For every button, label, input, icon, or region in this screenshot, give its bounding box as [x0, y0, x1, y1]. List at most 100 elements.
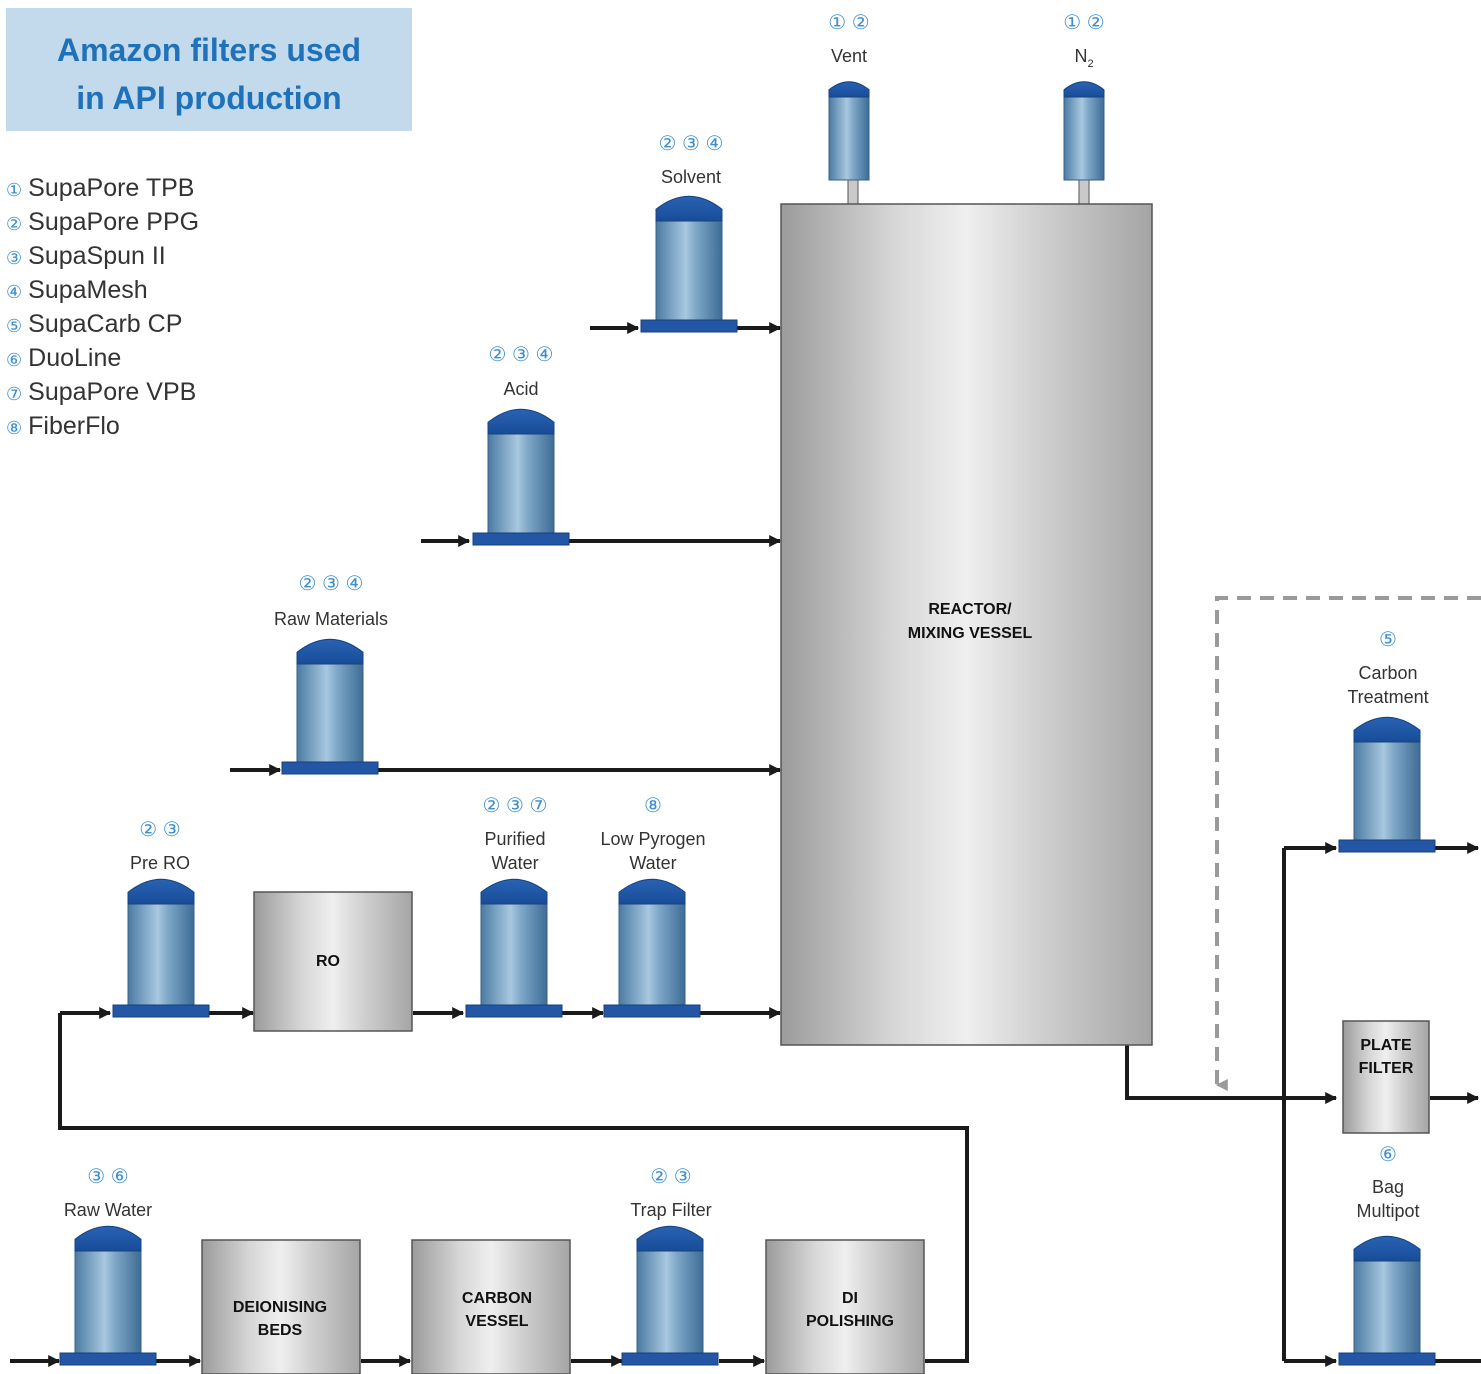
raw-materials-filter-numbers: ② ③ ④ [299, 573, 364, 595]
raw-materials-filter-body [296, 661, 364, 767]
low-pyrogen-water-filter-base [603, 1004, 701, 1018]
bag-multipot-filter-base [1338, 1352, 1436, 1366]
purified-water-filter-label-2: Water [491, 853, 538, 873]
carbon-treatment-filter-label-1: Carbon [1358, 663, 1417, 683]
n2-filter-numbers: ① ② [1063, 12, 1104, 34]
raw-water-filter-label: Raw Water [64, 1200, 152, 1220]
reactor-body [780, 203, 1153, 1046]
purified-water-filter-cap [480, 878, 548, 905]
bag-multipot-filter-body [1353, 1258, 1421, 1358]
acid-filter-body [487, 431, 555, 538]
carbon-treatment-filter-base [1338, 839, 1436, 853]
n2-filter-housing [1063, 81, 1105, 181]
low-pyrogen-water-filter-housing [603, 878, 701, 1018]
raw-water-filter-base [59, 1352, 157, 1366]
carbon-vessel-label-1: CARBON [462, 1290, 532, 1307]
ro-box [253, 891, 413, 1032]
trap-filter-filter-base [621, 1352, 719, 1366]
bag-multipot-filter-label-2: Multipot [1356, 1201, 1419, 1221]
legend-label: SupaSpun II [28, 242, 166, 270]
vent-filter-label: Vent [831, 46, 867, 66]
carbon-treatment-filter-numbers: ⑤ [1379, 629, 1397, 651]
bag-multipot-filter-housing [1338, 1235, 1436, 1366]
di-polishing-label-2: POLISHING [806, 1313, 894, 1330]
acid-filter-numbers: ② ③ ④ [489, 344, 554, 366]
legend-number: ⑥ [6, 350, 23, 370]
legend-number: ⑤ [6, 316, 23, 336]
carbon-treatment-filter-cap [1353, 716, 1421, 743]
legend-label: SupaPore TPB [28, 174, 195, 202]
legend-label: SupaPore PPG [28, 208, 200, 236]
deionising-beds-label-1: DEIONISING [233, 1299, 327, 1316]
pipe-reactor-outlet [1125, 1045, 1338, 1104]
raw-water-filter-numbers: ③ ⑥ [87, 1166, 128, 1188]
bag-multipot-filter-label-1: Bag [1372, 1177, 1404, 1197]
legend-label: SupaPore VPB [28, 378, 197, 406]
solvent-filter-base [640, 319, 738, 333]
title-line-1: Amazon filters used [56, 32, 362, 68]
n2-filter-cap [1063, 81, 1105, 98]
raw-materials-filter-cap [296, 638, 364, 665]
raw-water-filter-housing [59, 1225, 157, 1366]
purified-water-filter-body [480, 901, 548, 1010]
di-polishing-unit: DI POLISHING [765, 1239, 925, 1374]
deionising-beds-unit: DEIONISING BEDS [201, 1239, 361, 1374]
carbon-treatment-filter-label-2: Treatment [1347, 687, 1428, 707]
diagram-title: Amazon filters used in API production [6, 26, 412, 122]
bag-multipot-filter-cap [1353, 1235, 1421, 1262]
solvent-filter-cap [655, 195, 723, 222]
legend-number: ③ [6, 248, 23, 268]
legend-number: ① [6, 180, 23, 200]
plate-filter-label-1: PLATE [1360, 1037, 1412, 1054]
raw-materials-filter-base [281, 761, 379, 775]
bag-multipot-filter-numbers: ⑥ [1379, 1144, 1397, 1166]
vent-filter-body [828, 94, 870, 181]
legend-number: ④ [6, 282, 23, 302]
deionising-beds-label-2: BEDS [258, 1322, 303, 1339]
trap-filter-filter-body [636, 1248, 704, 1358]
plate-filter-unit: PLATE FILTER [1342, 1020, 1430, 1134]
legend-number: ⑧ [6, 418, 23, 438]
solvent-filter-body [655, 218, 723, 325]
legend-number: ② [6, 214, 23, 234]
acid-filter-cap [487, 408, 555, 435]
raw-water-filter-cap [74, 1225, 142, 1252]
trap-filter-label: Trap Filter [630, 1200, 711, 1220]
vent-filter-housing [828, 81, 870, 181]
vent-filter-numbers: ① ② [828, 12, 869, 34]
filter-labels: ① ② Vent ① ② N2 ② ③ ④ Solvent ② ③ ④ Acid… [64, 12, 1429, 1221]
pre-ro-filter-cap [127, 878, 195, 905]
pre-ro-filter-housing [112, 878, 210, 1018]
low-pyrogen-water-filter-body [618, 901, 686, 1010]
purified-water-filter-label-1: Purified [484, 829, 545, 849]
ro-label: RO [316, 953, 340, 970]
legend-label: DuoLine [28, 344, 122, 372]
acid-filter-label: Acid [503, 379, 538, 399]
title-box: Amazon filters used in API production [6, 8, 412, 131]
low-pyrogen-filter-label-2: Water [629, 853, 676, 873]
purified-water-filter-numbers: ② ③ ⑦ [483, 795, 548, 817]
pre-ro-filter-label: Pre RO [130, 853, 190, 873]
legend-label: SupaMesh [28, 276, 148, 304]
acid-filter-housing [472, 408, 570, 546]
trap-filter-filter-cap [636, 1225, 704, 1252]
raw-materials-filter-label: Raw Materials [274, 609, 388, 629]
pipe-recirculation-loop [58, 1013, 969, 1363]
solvent-filter-housing [640, 195, 738, 333]
low-pyrogen-water-filter-cap [618, 878, 686, 905]
low-pyrogen-filter-label-1: Low Pyrogen [600, 829, 705, 849]
title-line-2: in API production [76, 80, 342, 116]
legend-label: SupaCarb CP [28, 310, 183, 338]
di-polishing-box [765, 1239, 925, 1374]
solvent-filter-label: Solvent [661, 167, 721, 187]
pre-ro-filter-body [127, 901, 195, 1010]
raw-water-filter-body [74, 1248, 142, 1358]
solvent-filter-numbers: ② ③ ④ [659, 133, 724, 155]
ro-unit: RO [253, 891, 413, 1032]
